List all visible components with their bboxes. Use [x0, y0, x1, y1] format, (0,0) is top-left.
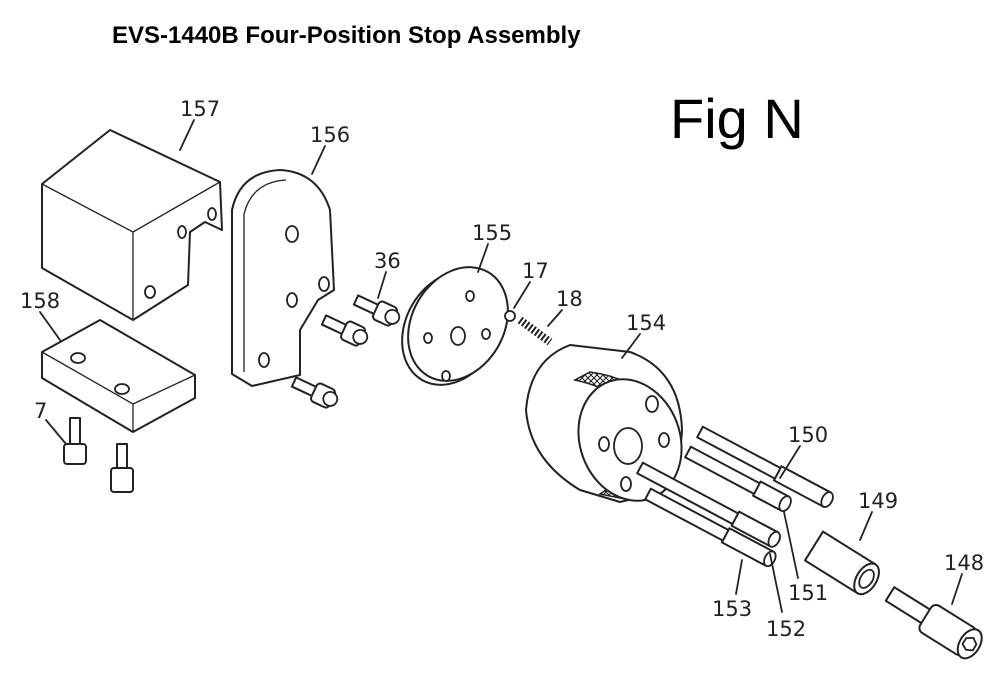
part-157-cover [41, 129, 223, 321]
part-17-ball [504, 310, 516, 322]
part-151-stop-rod [684, 445, 792, 512]
callout-154: 154 [626, 311, 666, 335]
callout-158: 158 [20, 289, 60, 313]
part-158-base-block [41, 319, 196, 433]
callout-155: 155 [472, 221, 512, 245]
callout-7: 7 [34, 399, 47, 423]
callout-150: 150 [788, 423, 828, 447]
callout-157: 157 [180, 97, 220, 121]
part-153-stop-rod [644, 487, 777, 568]
part-156-mounting-plate [231, 169, 335, 387]
callout-149: 149 [858, 489, 898, 513]
callout-151: 151 [788, 581, 828, 605]
part-155-disc [401, 266, 509, 386]
part-18-spring [517, 316, 553, 346]
part-150-stop-rod [696, 425, 834, 508]
callout-18: 18 [556, 287, 583, 311]
part-36-cap-screws [290, 294, 401, 409]
figure-label: Fig N [670, 87, 804, 150]
part-148-cap-screw [884, 586, 983, 660]
leader-lines [39, 119, 963, 613]
callout-148: 148 [944, 551, 984, 575]
part-149-sleeve [803, 530, 880, 596]
part-7-screws [63, 417, 134, 493]
callout-156: 156 [310, 123, 350, 147]
callout-153: 153 [712, 597, 752, 621]
callout-17: 17 [522, 259, 549, 283]
part-152-stop-rod [636, 461, 781, 548]
diagram-title: EVS-1440B Four-Position Stop Assembly [112, 22, 581, 49]
callout-152: 152 [766, 617, 806, 641]
callout-36: 36 [374, 249, 401, 273]
